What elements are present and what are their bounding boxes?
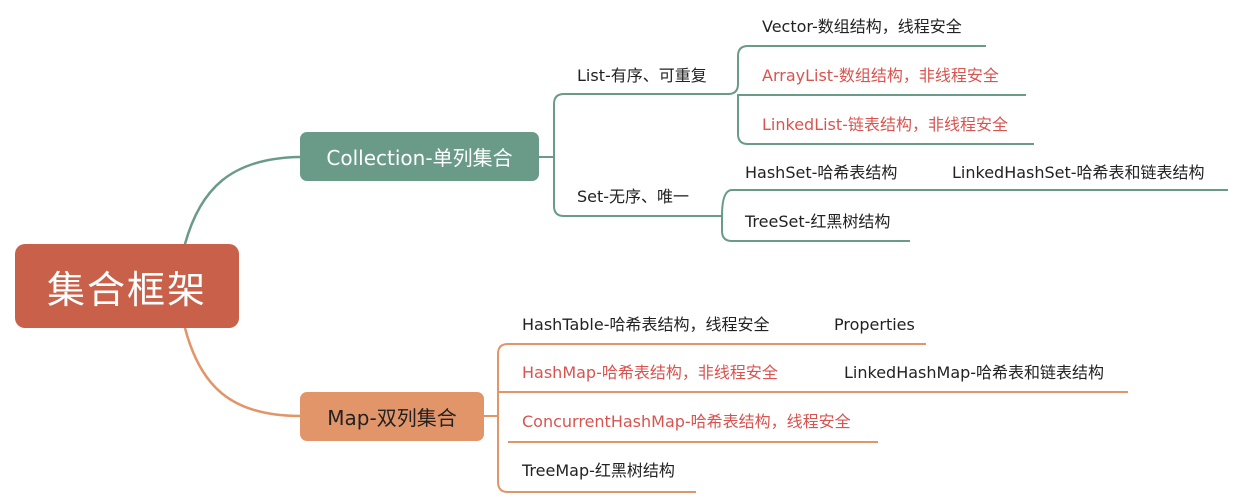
map-bracket [497,343,509,493]
treeset-node[interactable]: TreeSet-红黑树结构 [745,212,891,231]
list-node[interactable]: List-有序、可重复 [577,66,707,85]
set-bracket-bottom [721,216,733,242]
treemap-node[interactable]: TreeMap-红黑树结构 [522,461,675,480]
root-node[interactable]: 集合框架 [15,244,239,328]
root-collection-link [183,155,302,246]
hashtable-node[interactable]: HashTable-哈希表结构，线程安全 [522,315,770,334]
collection-node[interactable]: Collection-单列集合 [300,132,539,181]
concurrenthashmap-node[interactable]: ConcurrentHashMap-哈希表结构，线程安全 [522,412,851,431]
hashset-node[interactable]: HashSet-哈希表结构 [745,163,898,182]
linkedlist-node[interactable]: LinkedList-链表结构，非线程安全 [762,115,1008,134]
root-map-link [183,326,302,418]
map-node[interactable]: Map-双列集合 [300,392,484,441]
list-bracket-bottom [737,94,749,145]
set-node[interactable]: Set-无序、唯一 [577,187,690,206]
collection-bracket [553,93,565,217]
vector-node[interactable]: Vector-数组结构，线程安全 [762,17,962,36]
linkedhashset-node[interactable]: LinkedHashSet-哈希表和链表结构 [952,163,1205,182]
properties-node[interactable]: Properties [834,315,915,334]
linkedhashmap-node[interactable]: LinkedHashMap-哈希表和链表结构 [844,363,1105,382]
list-bracket-top [727,45,749,95]
set-bracket-top [721,189,733,217]
hashmap-node[interactable]: HashMap-哈希表结构，非线程安全 [522,363,778,382]
arraylist-node[interactable]: ArrayList-数组结构，非线程安全 [762,66,999,85]
